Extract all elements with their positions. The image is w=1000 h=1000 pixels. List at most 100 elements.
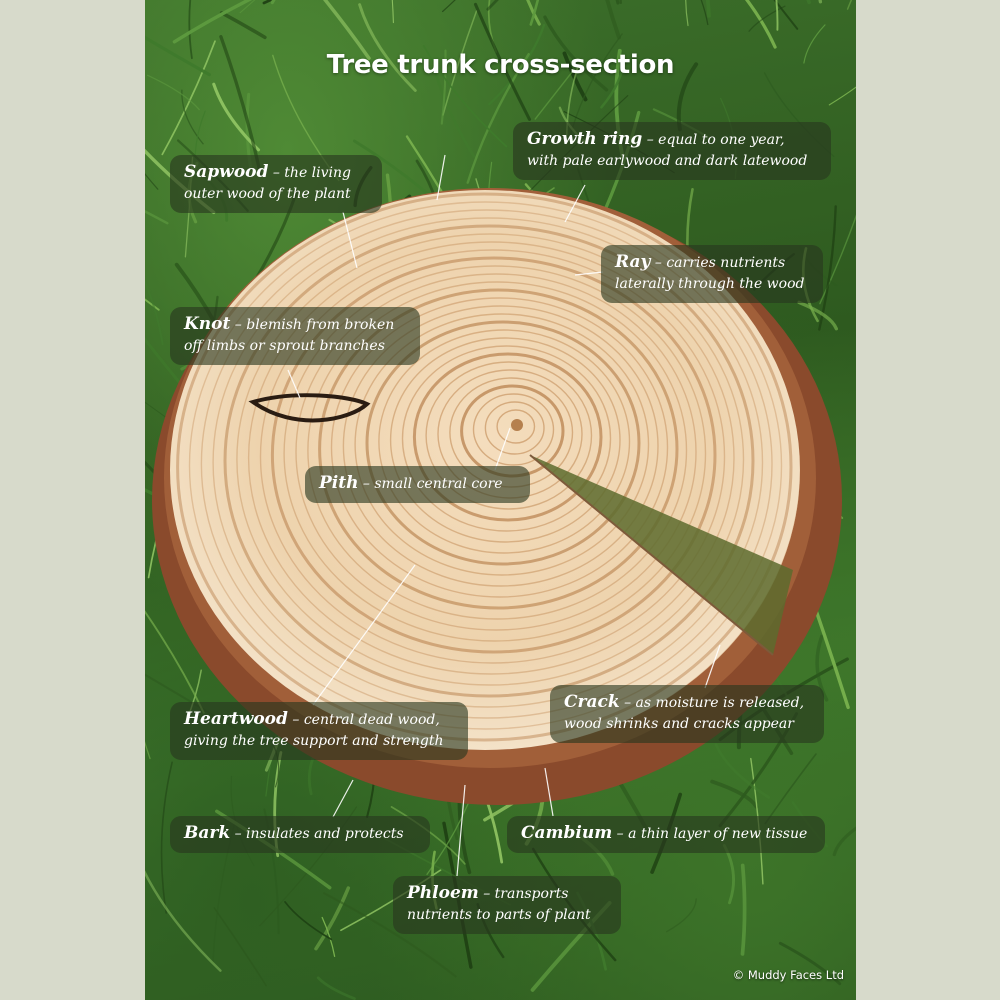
callout-text: giving the tree support and strength: [184, 733, 444, 749]
callout-term: Sapwood: [184, 162, 269, 182]
callout-text: as moisture is released,: [635, 695, 805, 711]
growth-ring-line: [365, 320, 641, 566]
grass-blade: [316, 976, 356, 1000]
grass-blade: [442, 0, 456, 13]
callout-text: carries nutrients: [666, 255, 786, 271]
grass-blade: [323, 892, 457, 978]
grass-blade: [145, 298, 160, 311]
grass-blade: [145, 209, 169, 225]
callout-text: off limbs or sprout branches: [184, 338, 385, 354]
grass-blade: [832, 826, 856, 857]
grass-blade: [534, 70, 574, 120]
crack-wedge: [530, 455, 793, 655]
grass-blade: [740, 863, 747, 956]
callout-ray: Ray – carries nutrients laterally throug…: [601, 245, 823, 303]
grass-blade: [391, 0, 394, 24]
callout-text: wood shrinks and cracks appear: [564, 716, 794, 732]
grass-blade: [714, 743, 771, 799]
callout-term: Heartwood: [184, 709, 288, 729]
growth-ring-line: [295, 273, 697, 631]
poster: Tree trunk cross-section Sapwood – the l…: [145, 0, 856, 1000]
growth-ring-line: [342, 305, 659, 587]
grass-blade: [685, 0, 689, 27]
callout-heartwood: Heartwood – central dead wood, giving th…: [170, 702, 468, 760]
callout-term: Cambium: [521, 823, 613, 843]
callout-term: Pith: [319, 473, 359, 493]
grass-blade: [146, 74, 200, 111]
grass-blade: [239, 0, 256, 14]
growth-ring-line: [270, 256, 717, 654]
callout-text: nutrients to parts of plant: [407, 907, 591, 923]
callout-phloem: Phloem – transports nutrients to parts o…: [393, 876, 621, 934]
callout-text: the living: [284, 165, 351, 181]
growth-ring-line: [283, 265, 707, 642]
callout-text: outer wood of the plant: [184, 186, 351, 202]
growth-ring-line: [412, 352, 603, 522]
callout-text: equal to one year,: [658, 132, 785, 148]
callout-pith: Pith – small central core: [305, 466, 530, 503]
grass-blade: [488, 23, 546, 106]
grass-blade: [846, 0, 853, 10]
growth-ring-line: [496, 409, 536, 444]
callout-text: insulates and protects: [246, 826, 404, 842]
grass-blade: [775, 0, 779, 31]
callout-knot: Knot – blemish from broken off limbs or …: [170, 307, 420, 365]
grass-blade: [323, 0, 371, 60]
grass-blade: [526, 0, 541, 26]
growth-ring-line: [259, 249, 726, 664]
grass-blade: [353, 139, 429, 195]
grass-blade: [803, 24, 826, 64]
callout-term: Crack: [564, 692, 620, 712]
grass-blade: [442, 10, 478, 116]
grass-blade: [486, 0, 499, 11]
grass-blade: [145, 870, 222, 972]
pith-core: [511, 419, 523, 431]
callout-cambium: Cambium – a thin layer of new tissue: [507, 816, 825, 853]
growth-ring-line: [247, 241, 735, 675]
callout-growth-ring: Growth ring – equal to one year, with pa…: [513, 122, 831, 180]
grass-blade: [605, 0, 621, 40]
grass-blade: [700, 0, 709, 26]
grass-blade: [145, 460, 166, 484]
growth-ring-line: [378, 329, 631, 554]
crack-edge: [529, 454, 774, 656]
callout-text: central dead wood,: [303, 712, 440, 728]
callout-term: Bark: [184, 823, 231, 843]
callout-text: blemish from broken: [246, 317, 395, 333]
grass-blade: [321, 916, 336, 958]
grass-blade: [219, 11, 267, 40]
grass-blade: [440, 49, 447, 125]
growth-ring-line: [176, 192, 793, 742]
grass-blade: [314, 886, 351, 951]
grass-blade: [284, 901, 333, 941]
grass-blade: [828, 86, 856, 106]
callout-text: a thin layer of new tissue: [628, 826, 808, 842]
grass-blade: [666, 898, 697, 933]
growth-rings: [170, 190, 800, 750]
grass-blade: [744, 0, 777, 49]
grass-blade: [710, 779, 759, 809]
growth-ring-line: [212, 217, 764, 708]
grass-blade: [145, 35, 211, 77]
grass-blade: [145, 279, 164, 346]
grass-blade: [161, 40, 216, 156]
callout-text: laterally through the wood: [615, 276, 805, 292]
grass-blade: [172, 0, 253, 44]
grass-blade: [773, 0, 799, 30]
copyright-notice: © Muddy Faces Ltd: [732, 968, 844, 982]
grass-blade: [529, 0, 540, 26]
growth-ring-line: [401, 345, 612, 532]
grass-blade: [466, 53, 530, 184]
growth-ring-line: [425, 361, 593, 510]
grass-blade: [213, 907, 267, 987]
callout-text: transports: [494, 886, 569, 902]
callout-term: Knot: [184, 314, 231, 334]
grass-blade: [562, 51, 588, 102]
grass-blade: [358, 3, 417, 92]
callout-term: Ray: [615, 252, 651, 272]
callout-sapwood: Sapwood – the living outer wood of the p…: [170, 155, 382, 213]
growth-ring-line: [188, 201, 783, 730]
grass-blade: [600, 55, 626, 109]
grass-blade: [705, 0, 711, 18]
callout-bark: Bark – insulates and protects: [170, 816, 430, 853]
